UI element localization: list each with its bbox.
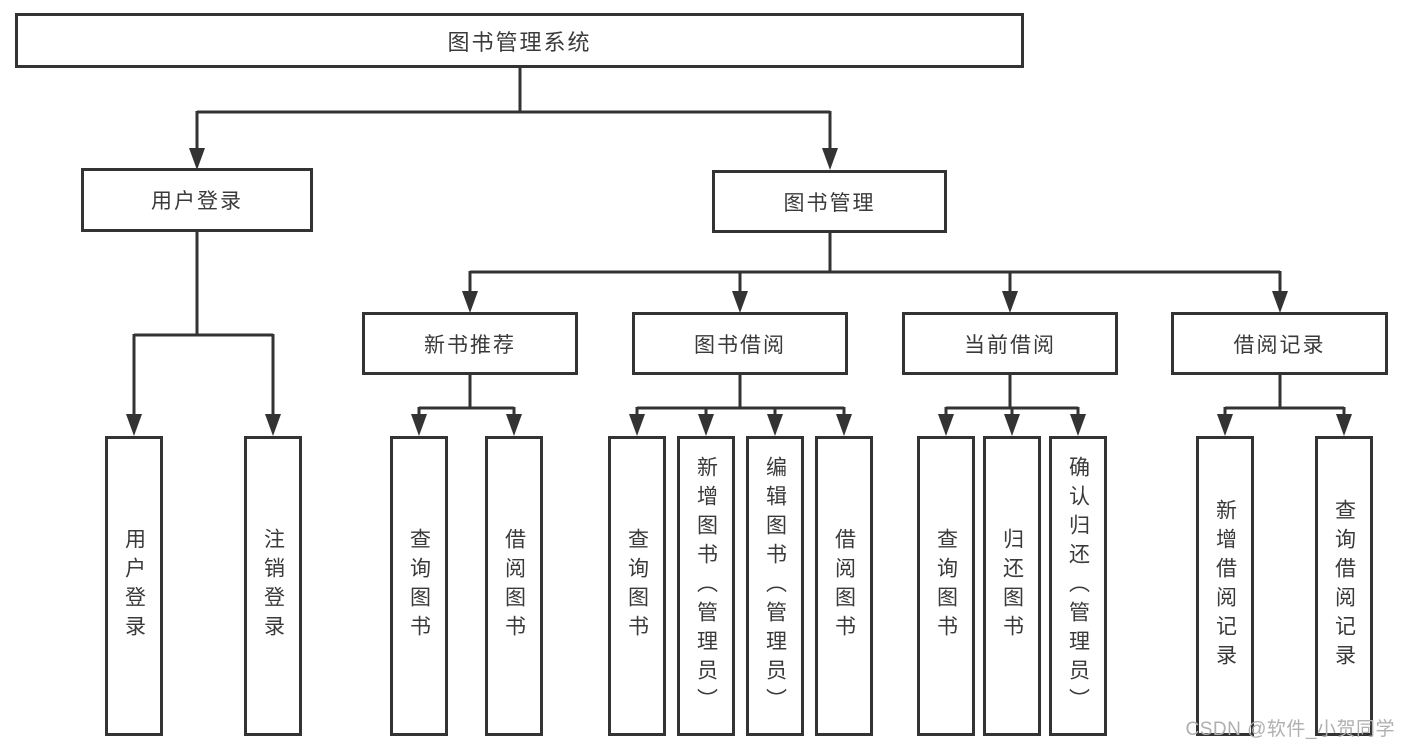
node-current-borrowing: 当前借阅: [902, 312, 1118, 375]
arrow-down-icon: [938, 414, 954, 436]
leaf-nb-query-books: 查询图书: [390, 436, 448, 736]
arrow-down-icon: [462, 291, 478, 313]
arrow-down-icon: [629, 414, 645, 436]
node-book-borrowing: 图书借阅: [632, 312, 848, 375]
node-new-book-recommend: 新书推荐: [362, 312, 578, 375]
arrow-down-icon: [189, 148, 205, 170]
leaf-cb-confirm-return-admin: 确认归还（管理员）: [1049, 436, 1107, 736]
arrow-down-icon: [126, 414, 142, 436]
arrow-down-icon: [1217, 414, 1233, 436]
arrow-down-icon: [767, 414, 783, 436]
leaf-br-add-record: 新增借阅记录: [1196, 436, 1254, 736]
leaf-bb-edit-books-admin: 编辑图书（管理员）: [746, 436, 804, 736]
node-borrow-records: 借阅记录: [1171, 312, 1388, 375]
arrow-down-icon: [732, 291, 748, 313]
watermark: CSDN @软件_小贺同学: [1185, 719, 1395, 740]
arrow-down-icon: [1004, 414, 1020, 436]
arrow-down-icon: [1002, 291, 1018, 313]
leaf-bb-borrow-books: 借阅图书: [815, 436, 873, 736]
arrow-down-icon: [506, 414, 522, 436]
arrow-down-icon: [411, 414, 427, 436]
arrow-down-icon: [1336, 414, 1352, 436]
node-book-management: 图书管理: [712, 170, 947, 233]
leaf-br-query-record: 查询借阅记录: [1315, 436, 1373, 736]
arrow-down-icon: [822, 148, 838, 170]
arrow-down-icon: [836, 414, 852, 436]
node-user-login: 用户登录: [81, 168, 313, 232]
leaf-cb-query-books: 查询图书: [917, 436, 975, 736]
leaf-user-login: 用户登录: [105, 436, 163, 736]
arrow-down-icon: [1070, 414, 1086, 436]
leaf-logout: 注销登录: [244, 436, 302, 736]
leaf-nb-borrow-books: 借阅图书: [485, 436, 543, 736]
arrow-down-icon: [698, 414, 714, 436]
node-library-system: 图书管理系统: [15, 13, 1024, 68]
leaf-bb-query-books: 查询图书: [608, 436, 666, 736]
arrow-down-icon: [1272, 291, 1288, 313]
arrow-down-icon: [265, 414, 281, 436]
leaf-bb-add-books-admin: 新增图书（管理员）: [677, 436, 735, 736]
leaf-cb-return-books: 归还图书: [983, 436, 1041, 736]
